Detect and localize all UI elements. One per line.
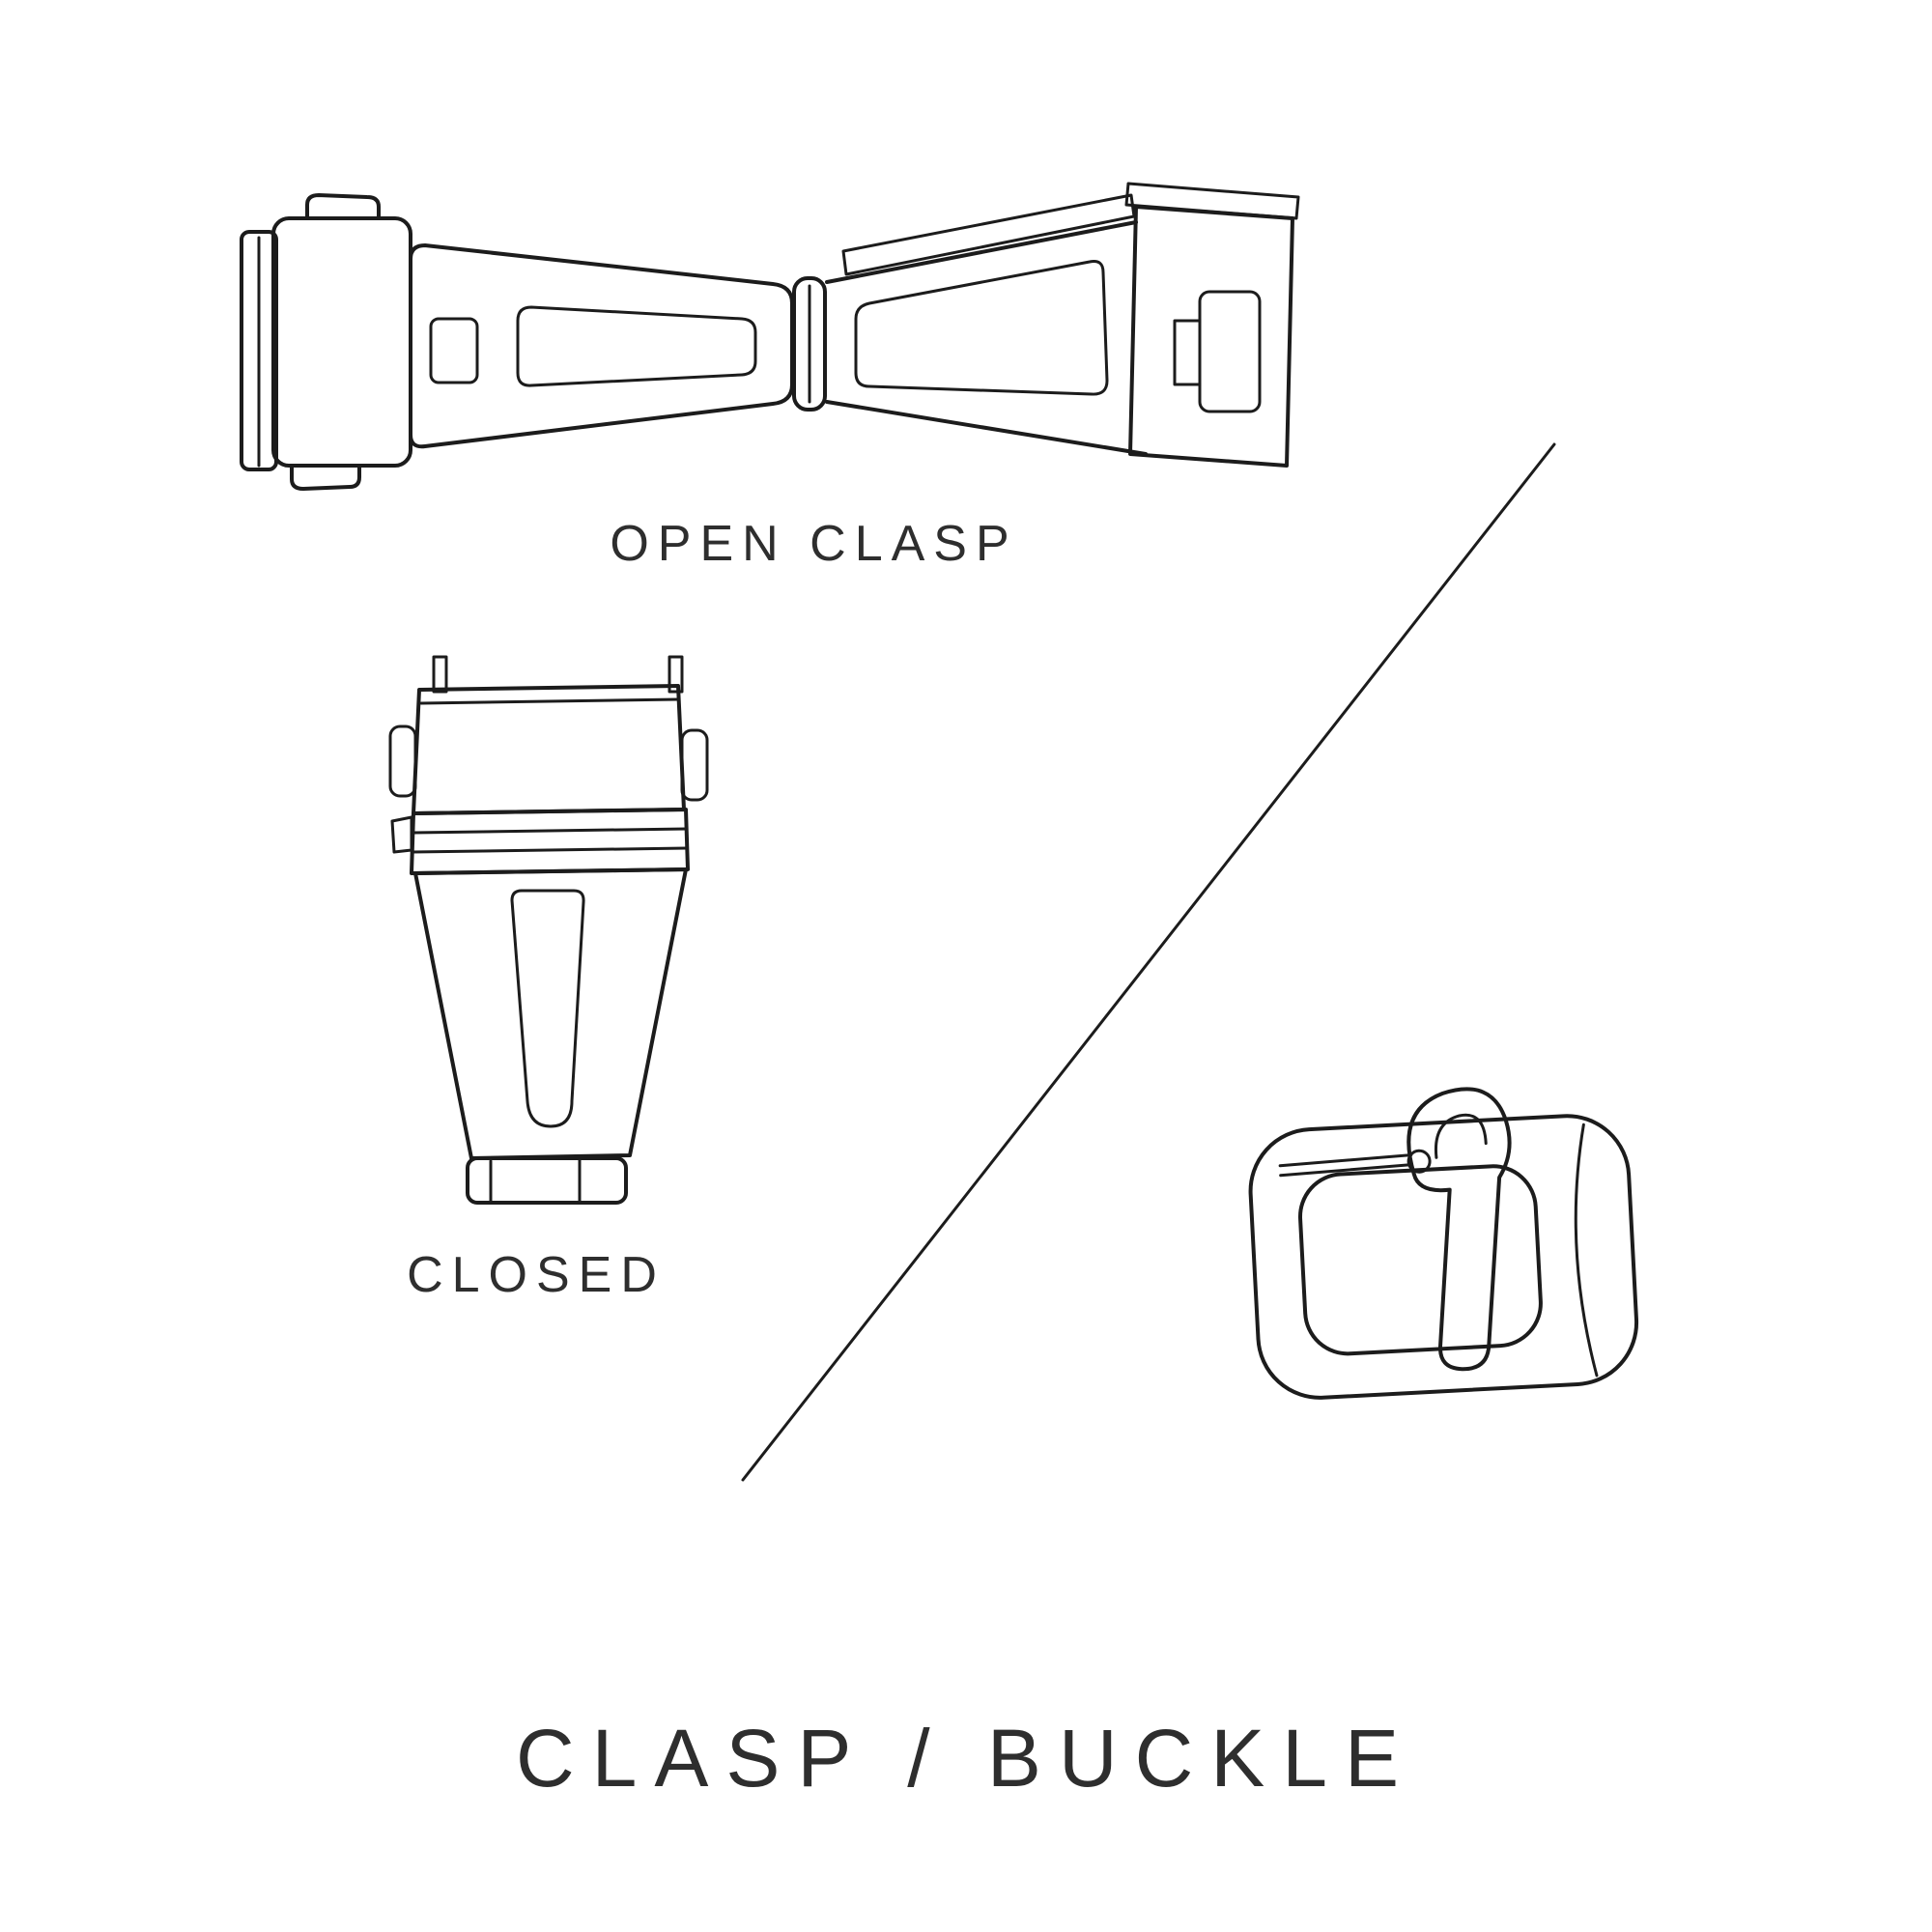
closed-clasp-body (413, 867, 688, 1160)
open-clasp-bottom-tab (290, 464, 361, 491)
open-clasp-right-arm-bottom (825, 400, 1148, 456)
open-clasp-end-hook (1173, 319, 1202, 386)
open-clasp-end-catch (1198, 290, 1262, 413)
open-clasp-hinge (792, 276, 827, 412)
open-clasp-label: OPEN CLASP (610, 516, 1018, 572)
closed-clasp-body-window (510, 889, 585, 1128)
page-title: CLASP / BUCKLE (515, 1713, 1417, 1804)
open-clasp-right-arm-window (854, 260, 1109, 396)
open-clasp-left-arm-window (516, 305, 757, 387)
open-clasp-top-blade (841, 193, 1136, 276)
buckle-illustration (1248, 1087, 1639, 1400)
open-clasp-end-cap (1124, 182, 1300, 220)
closed-clasp-ear-right (680, 728, 709, 802)
closed-clasp-band-notch (390, 815, 413, 854)
closed-clasp-illustration (388, 655, 709, 1205)
open-clasp-illustration (240, 182, 1300, 491)
buckle-opening (1297, 1164, 1543, 1356)
buckle-pin-bottom (1279, 1163, 1413, 1178)
closed-clasp-prong-left (432, 655, 448, 694)
open-clasp-right-arm-top (825, 220, 1138, 284)
open-clasp-left-arm (409, 243, 794, 449)
closed-clasp-label: CLOSED (407, 1247, 666, 1303)
closed-clasp-band-line-1 (412, 827, 689, 835)
closed-clasp-top-box (412, 684, 686, 815)
buckle-tang (1406, 1087, 1512, 1372)
open-clasp-left-box (271, 216, 412, 468)
closed-clasp-prong-right (668, 655, 684, 694)
open-clasp-left-catch (429, 317, 479, 384)
buckle-frame (1248, 1114, 1639, 1400)
open-clasp-end-plate (1128, 205, 1294, 468)
open-clasp-left-strip (240, 230, 278, 471)
closed-clasp-foot (466, 1156, 628, 1205)
buckle-pin-top (1278, 1153, 1413, 1168)
open-clasp-top-tab (305, 193, 381, 220)
closed-clasp-band-line-2 (411, 846, 689, 854)
buckle-frame-thickness (1574, 1122, 1599, 1378)
closed-clasp-ear-left (388, 724, 417, 798)
buckle-pin-ring (1406, 1149, 1432, 1174)
closed-clasp-top-box-line (419, 697, 680, 705)
closed-clasp-band (410, 808, 690, 875)
diagonal-divider-line (741, 442, 1556, 1482)
buckle-tang-loop (1434, 1113, 1488, 1159)
